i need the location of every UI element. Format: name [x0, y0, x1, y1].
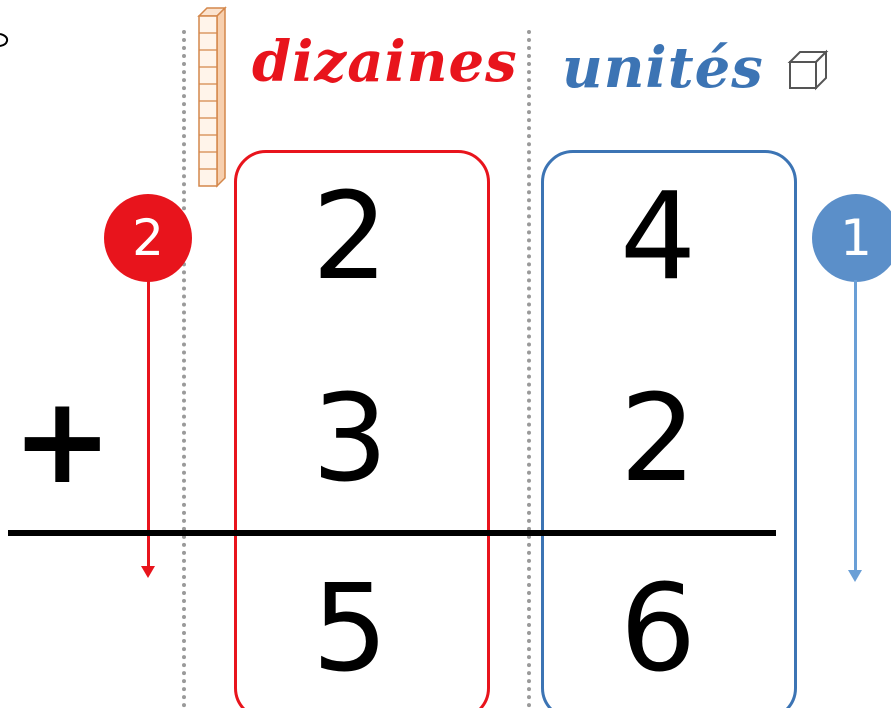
units-column-box [541, 150, 797, 708]
row2-tens-digit: 3 [311, 370, 389, 509]
tens-heading: dizaines [252, 29, 518, 95]
corner-mark-icon [0, 33, 9, 47]
tens-arrowhead [141, 566, 155, 578]
result-tens-digit: 5 [311, 560, 389, 699]
units-arrow [854, 280, 857, 570]
step-1-badge: 1 [812, 194, 891, 282]
units-heading: unités [562, 35, 764, 101]
sum-line [8, 530, 776, 536]
row1-tens-digit: 2 [311, 168, 389, 307]
separator-left [182, 30, 186, 708]
result-units-digit: 6 [619, 560, 697, 699]
row1-units-digit: 4 [619, 168, 697, 307]
separator-middle [527, 30, 531, 708]
unit-cube-icon [787, 49, 829, 91]
units-arrowhead [848, 570, 862, 582]
tens-column-box [234, 150, 490, 708]
step-2-badge: 2 [104, 194, 192, 282]
plus-operator: + [12, 372, 113, 511]
tens-arrow [147, 280, 150, 566]
row2-units-digit: 2 [619, 370, 697, 509]
ten-rod-icon [197, 6, 227, 188]
